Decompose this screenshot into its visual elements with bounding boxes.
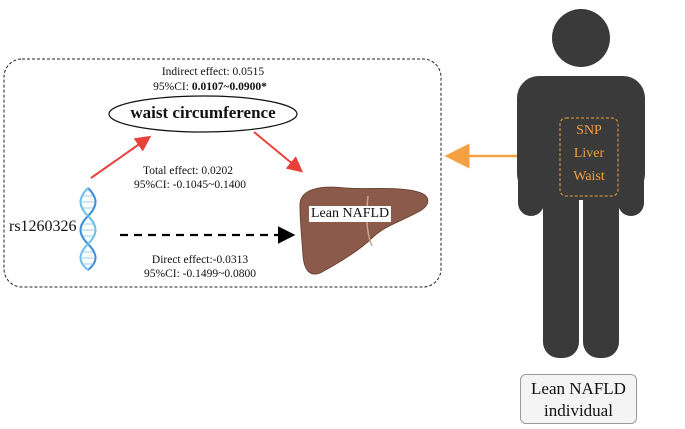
caption-line-1: Lean NAFLD bbox=[531, 379, 626, 398]
caption-line-2: individual bbox=[544, 401, 613, 420]
indirect-ci-prefix: 95%CI: bbox=[153, 81, 192, 93]
indirect-ci-value: 0.0107~0.0900* bbox=[191, 81, 267, 93]
person-caption-box: Lean NAFLD individual bbox=[520, 374, 637, 424]
box-line-liver: Liver bbox=[573, 146, 605, 161]
outcome-label: Lean NAFLD bbox=[309, 206, 392, 222]
dashed-frame bbox=[3, 58, 442, 288]
exposure-label: rs1260326 bbox=[9, 218, 77, 235]
box-line-snp: SNP bbox=[576, 123, 602, 138]
dna-icon bbox=[79, 187, 97, 271]
person-silhouette bbox=[517, 9, 645, 358]
mediator-to-outcome-arrow bbox=[253, 131, 304, 173]
total-ci-text: 95%CI: -0.1045~0.1400 bbox=[134, 179, 246, 191]
liver-icon bbox=[299, 186, 429, 275]
mediator-ellipse bbox=[108, 95, 298, 133]
exposure-to-mediator-arrow bbox=[90, 135, 152, 179]
indirect-effect-text: Indirect effect: 0.0515 bbox=[161, 66, 265, 78]
direct-ci-text: 95%CI: -0.1499~0.0800 bbox=[144, 268, 256, 280]
indirect-ci-text: 95%CI: 0.0107~0.0900* bbox=[153, 81, 267, 93]
organ-box bbox=[559, 117, 619, 197]
mediator-label: waist circumference bbox=[130, 103, 276, 122]
box-line-waist: Waist bbox=[573, 169, 605, 184]
direct-effect-text: Direct effect:-0.0313 bbox=[151, 254, 249, 266]
total-effect-text: Total effect: 0.0202 bbox=[143, 165, 233, 177]
